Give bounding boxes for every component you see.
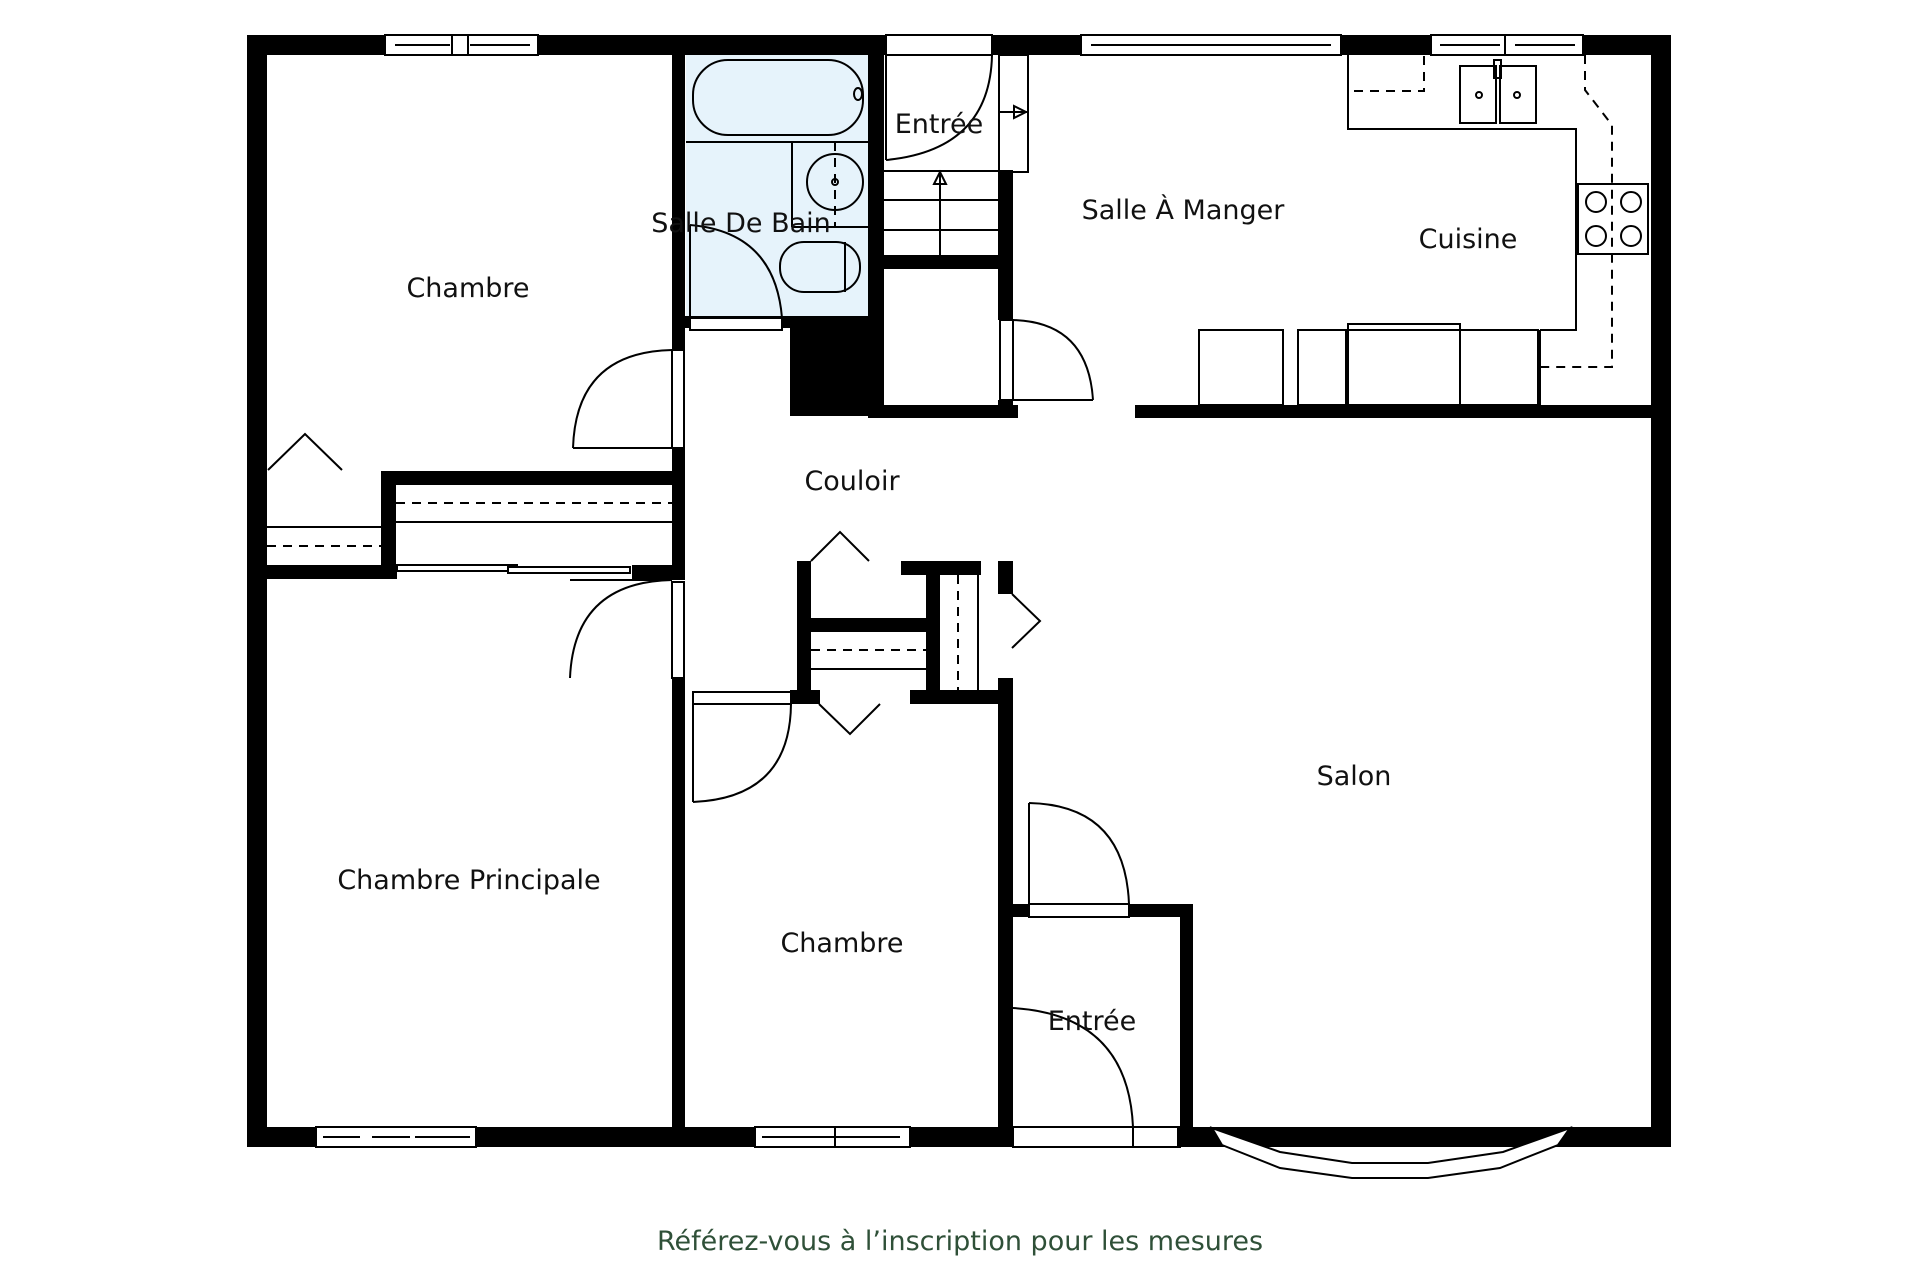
measurement-note: Référez-vous à l’inscription pour les me…: [656, 1226, 1264, 1257]
room-label-entree-top: Entrée: [895, 109, 984, 140]
room-label-couloir: Couloir: [804, 466, 900, 497]
room-label-salle-a-manger: Salle À Manger: [1082, 194, 1286, 226]
room-label-chambre-1: Chambre: [406, 273, 529, 304]
kitchen-fixtures: [1198, 55, 1649, 406]
room-labels: Chambre Salle De Bain Entrée Salle À Man…: [337, 109, 1517, 1037]
bathroom-fixtures: [686, 59, 868, 331]
room-label-cuisine: Cuisine: [1419, 224, 1518, 255]
room-label-entree-bottom: Entrée: [1048, 1006, 1137, 1037]
bathroom-floor: [686, 55, 868, 320]
top-entry-stairs: [884, 54, 1094, 401]
room-label-chambre-principale: Chambre Principale: [337, 865, 600, 896]
room-label-salle-de-bain: Salle De Bain: [651, 208, 831, 239]
room-label-salon: Salon: [1317, 761, 1392, 792]
interior-walls: [267, 55, 1655, 1147]
room-label-chambre-2: Chambre: [780, 928, 903, 959]
outer-walls: [247, 35, 1671, 1147]
windows: [315, 34, 1584, 1179]
doors: [267, 349, 1134, 1128]
